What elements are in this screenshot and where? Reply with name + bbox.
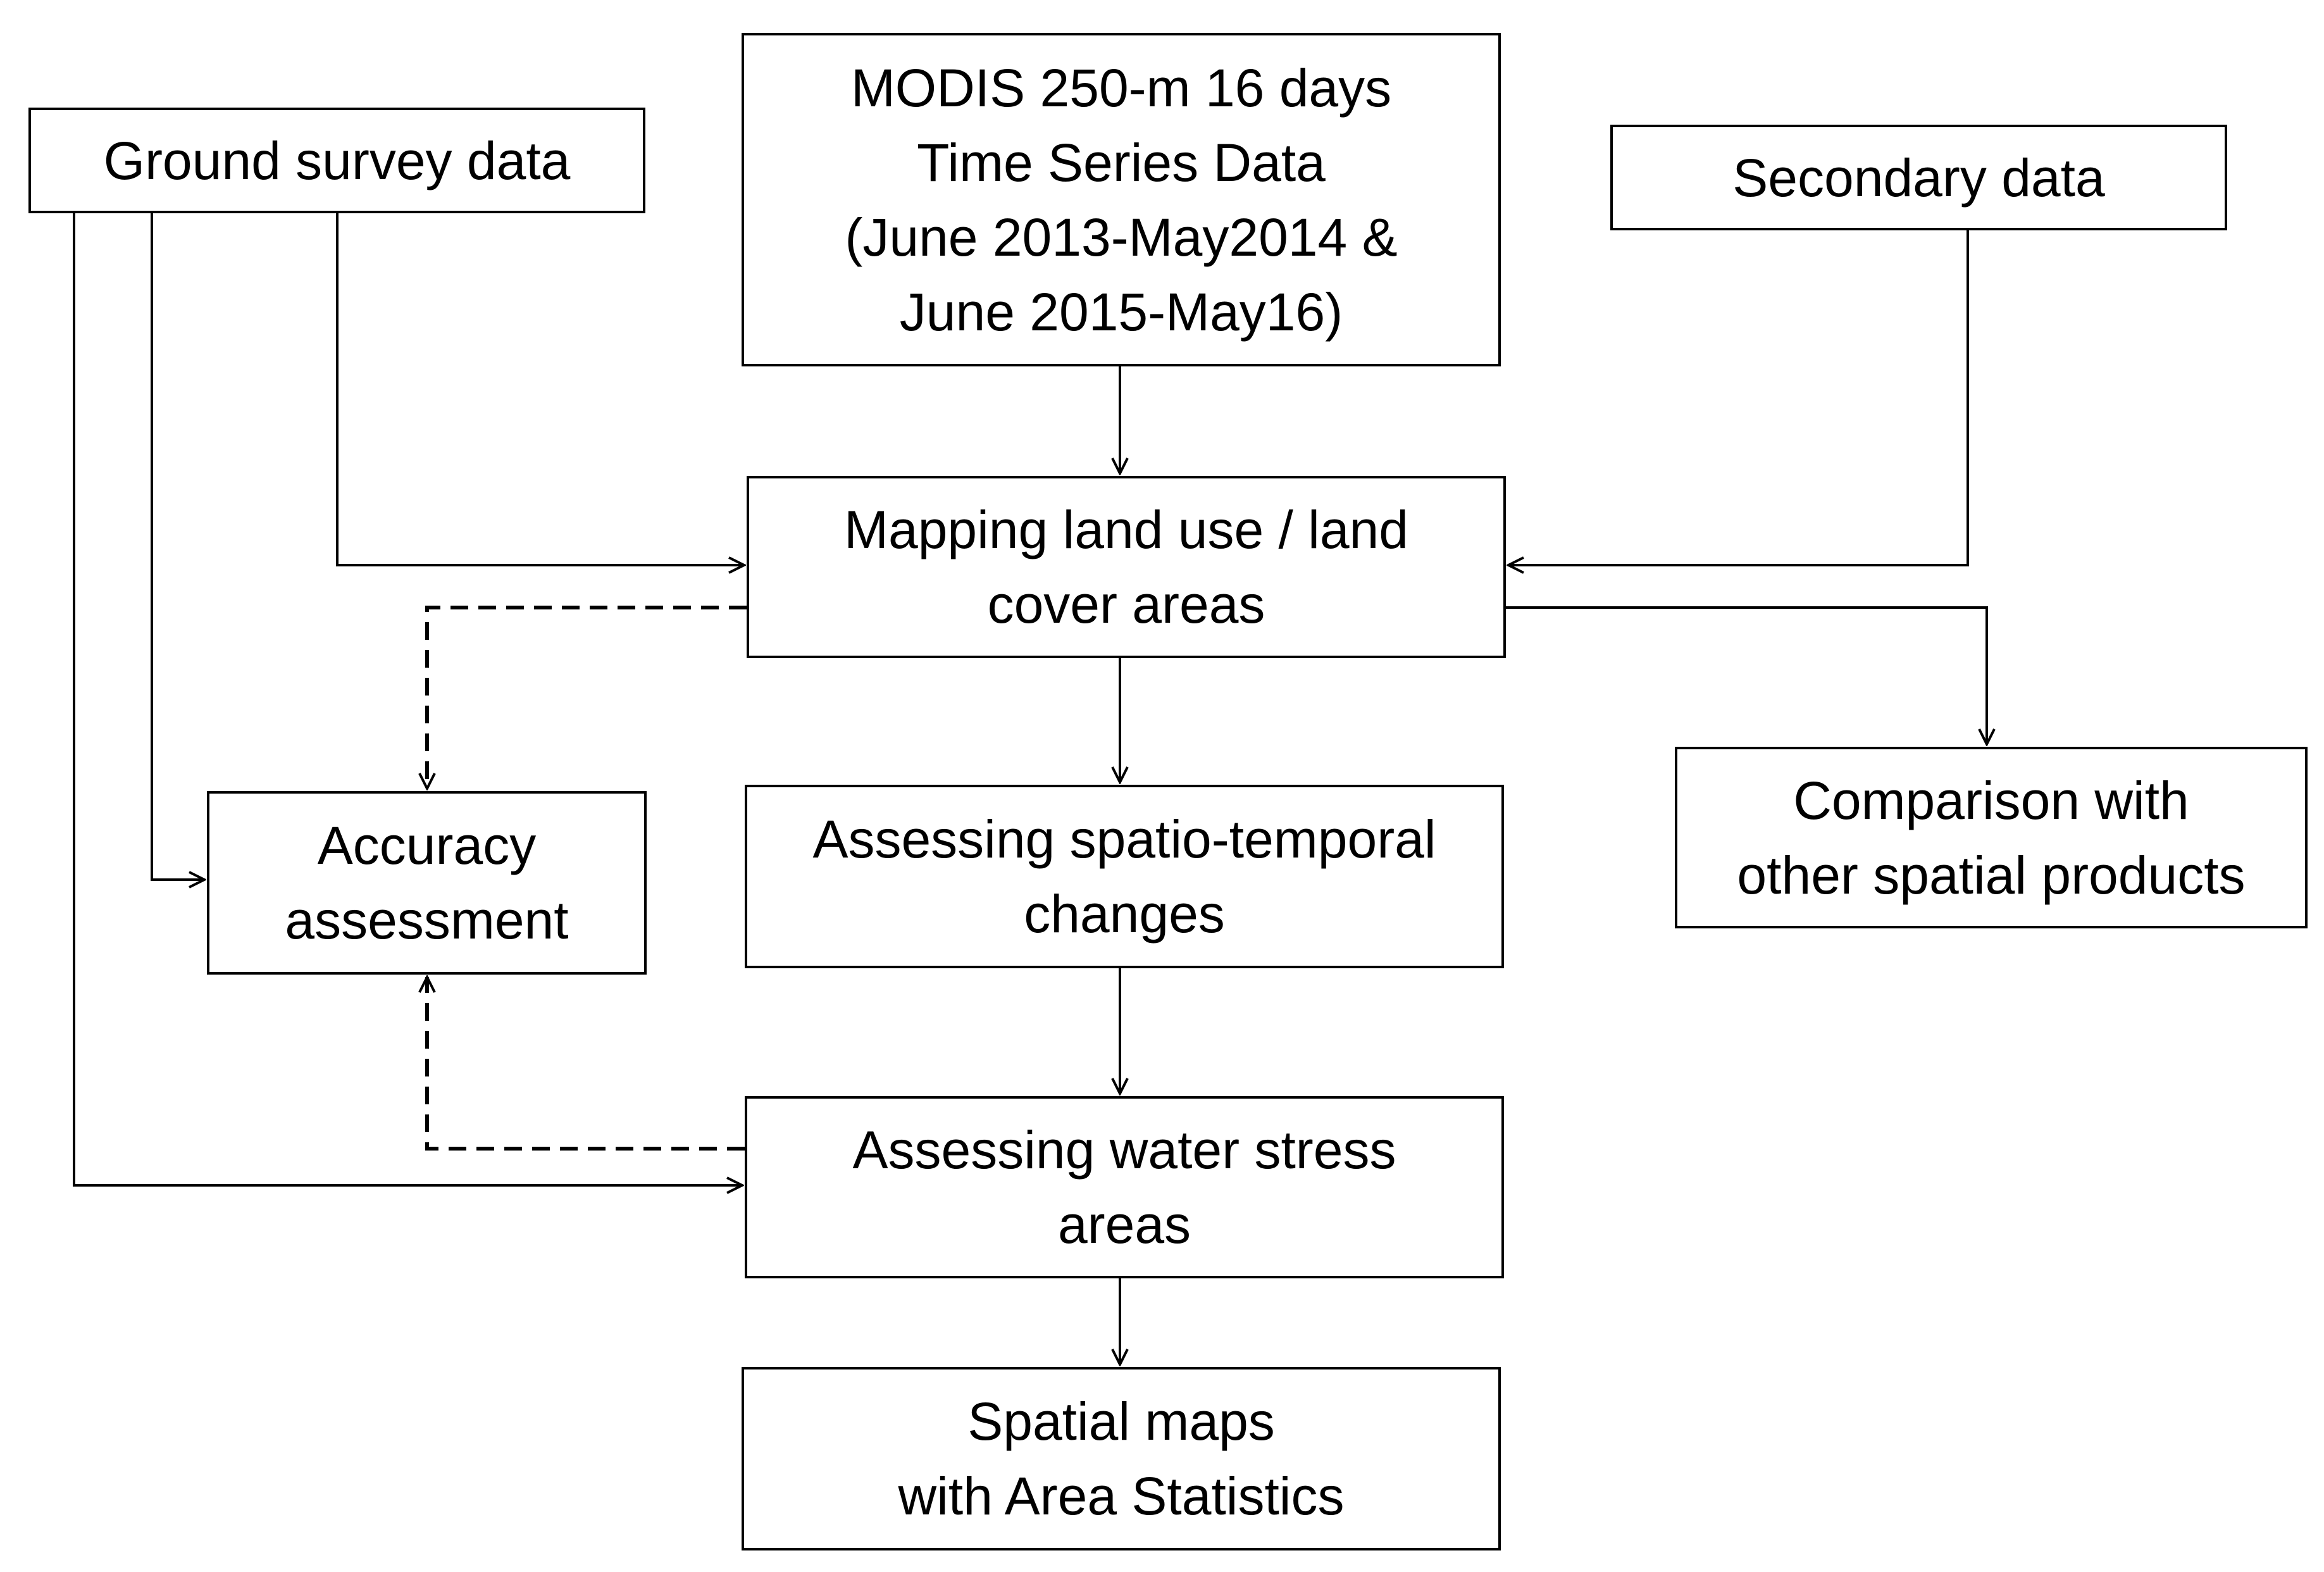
edge-mapping-to-accuracy <box>427 606 747 789</box>
mapping-line-2: cover areas <box>987 575 1265 634</box>
secondary-data-box: Secondary data <box>1610 125 2227 230</box>
accuracy-line-2: assessment <box>285 890 569 950</box>
ground-survey-data-box: Ground survey data <box>28 108 645 213</box>
edge-mapping-to-comparison <box>1506 606 1987 744</box>
comparison-line-2: other spatial products <box>1737 845 2246 905</box>
edge-water-to-accuracy <box>427 977 745 1151</box>
modis-line-3: (June 2013-May2014 & <box>845 207 1398 267</box>
maps-line-2: with Area Statistics <box>898 1466 1345 1526</box>
mapping-line-1: Mapping land use / land <box>844 500 1408 559</box>
water-line-1: Assessing water stress <box>852 1120 1396 1180</box>
modis-line-4: June 2015-May16) <box>899 282 1343 342</box>
maps-line-1: Spatial maps <box>967 1392 1275 1451</box>
spatio-temporal-changes-box: Assessing spatio-temporal changes <box>745 785 1504 968</box>
accuracy-line-1: Accuracy <box>317 816 537 875</box>
comparison-line-1: Comparison with <box>1793 770 2189 830</box>
modis-line-2: Time Series Data <box>917 132 1326 192</box>
secondary-data-line-1: Secondary data <box>1732 147 2105 208</box>
modis-time-series-box: MODIS 250-m 16 days Time Series Data (Ju… <box>742 33 1501 366</box>
changes-line-1: Assessing spatio-temporal <box>812 809 1436 869</box>
water-line-2: areas <box>1057 1195 1191 1254</box>
spatial-maps-box: Spatial maps with Area Statistics <box>742 1367 1501 1550</box>
water-stress-box: Assessing water stress areas <box>745 1096 1504 1278</box>
comparison-box: Comparison with other spatial products <box>1675 747 2308 928</box>
ground-survey-data-line-1: Ground survey data <box>103 130 571 190</box>
edge-ground-to-water <box>73 213 742 1185</box>
accuracy-assessment-box: Accuracy assessment <box>207 791 647 975</box>
modis-line-1: MODIS 250-m 16 days <box>850 58 1392 118</box>
edge-ground-to-mapping <box>336 213 744 565</box>
edge-ground-to-accuracy <box>151 213 204 880</box>
changes-line-2: changes <box>1024 884 1225 944</box>
edge-secondary-to-mapping <box>1508 230 1969 565</box>
mapping-land-use-box: Mapping land use / land cover areas <box>747 476 1506 658</box>
